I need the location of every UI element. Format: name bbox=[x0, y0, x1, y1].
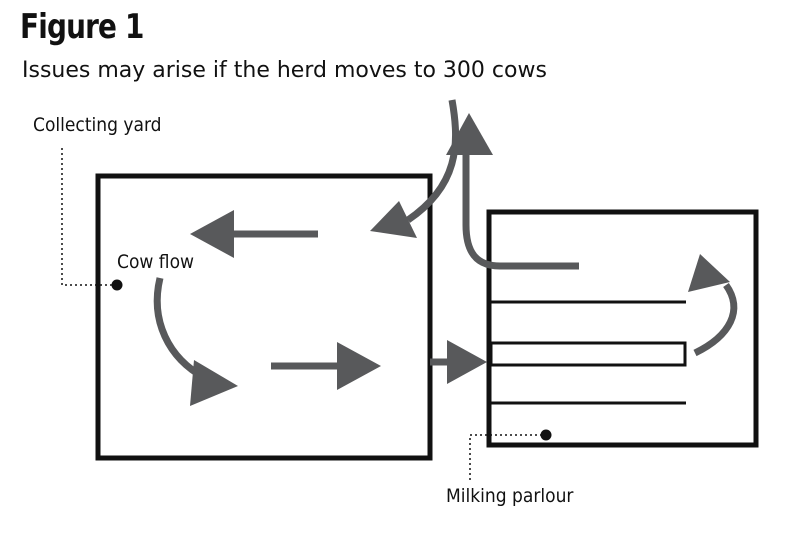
milking-parlour-marker bbox=[540, 429, 552, 441]
flow-arrow-left-head bbox=[190, 210, 234, 258]
cow-flow-label: Cow flow bbox=[117, 251, 194, 273]
flow-arrow-right-head bbox=[337, 342, 381, 390]
figure-subtitle: Issues may arise if the herd moves to 30… bbox=[22, 58, 547, 83]
collecting-yard-label: Collecting yard bbox=[33, 114, 162, 136]
collecting-yard-marker bbox=[111, 279, 123, 291]
parlour-return-arrow-shaft bbox=[693, 282, 738, 357]
yard-entry-arrow-shaft bbox=[406, 99, 459, 223]
milking-parlour-leader-line bbox=[469, 434, 542, 480]
figure-title: Figure 1 bbox=[20, 7, 144, 47]
collecting-yard-box bbox=[95, 173, 433, 461]
parlour-exit-arrow-shaft bbox=[462, 150, 579, 270]
yard-entry-arrow-head bbox=[370, 201, 417, 238]
milking-parlour-box bbox=[486, 209, 759, 448]
milking-parlour-label: Milking parlour bbox=[446, 485, 574, 507]
parlour-stall-pit bbox=[489, 341, 687, 367]
flow-arrow-curve-down-head bbox=[190, 360, 238, 406]
parlour-entry-arrow-head bbox=[447, 340, 487, 384]
collecting-yard-leader-line bbox=[61, 148, 115, 286]
parlour-exit-arrow-head bbox=[446, 113, 493, 155]
parlour-return-arrow-head bbox=[688, 254, 730, 292]
